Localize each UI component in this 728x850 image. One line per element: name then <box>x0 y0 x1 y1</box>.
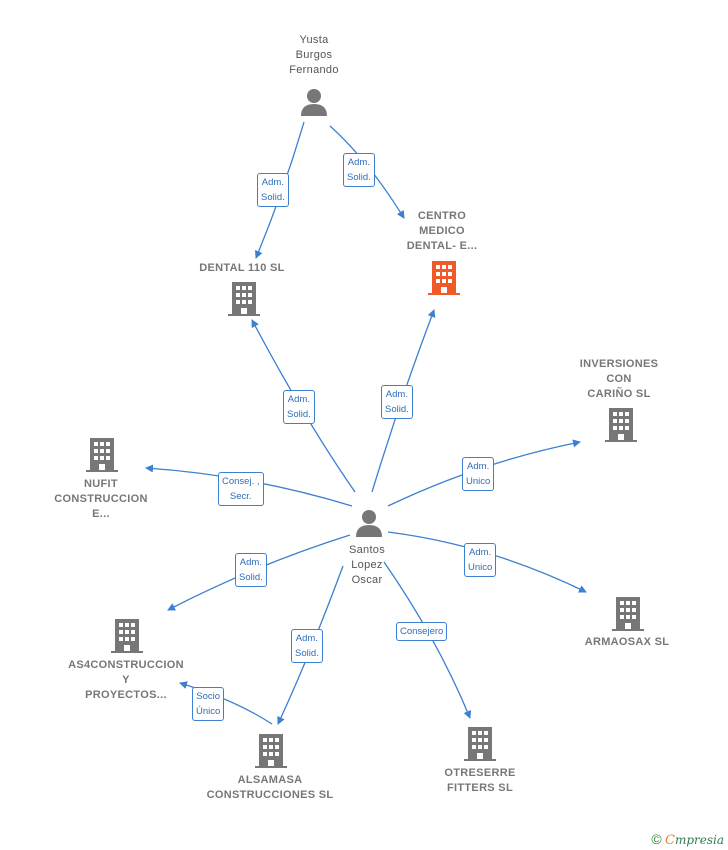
edge-label-santos-armaosax: Adm. Unico <box>464 543 497 577</box>
edge-label-santos-centro: Adm. Solid. <box>381 385 413 419</box>
edge-label-yusta-dental110: Adm. Solid. <box>257 173 289 207</box>
edge-label-santos-nufit: Consej. , Secr. <box>218 472 264 506</box>
building-icon[interactable] <box>255 734 287 768</box>
footer-brand: © Cmpresia <box>651 831 724 848</box>
building-icon-highlight[interactable] <box>428 261 460 295</box>
building-icon[interactable] <box>228 282 260 316</box>
node-label-armaosax[interactable]: ARMAOSAX SL <box>584 636 670 648</box>
edge-label-alsamasa-as4: Socio Único <box>192 687 225 721</box>
person-icon[interactable] <box>301 89 327 116</box>
building-icon[interactable] <box>111 619 143 653</box>
brand-name: mpresia <box>674 833 724 847</box>
node-label-otreserre[interactable]: OTRESERRE FITTERS SL <box>444 767 516 794</box>
building-icon[interactable] <box>86 438 118 472</box>
edge-alsamasa-as4 <box>179 681 273 725</box>
edge-label-santos-inversiones: Adm. Unico <box>462 457 495 491</box>
node-label-centro[interactable]: CENTRO MEDICO DENTAL- E... <box>406 210 478 252</box>
building-icon[interactable] <box>605 408 637 442</box>
brand-initial: C <box>664 833 675 848</box>
node-label-yusta[interactable]: Yusta Burgos Fernando <box>289 34 339 76</box>
node-label-santos[interactable]: Santos Lopez Oscar <box>348 544 386 586</box>
building-icon[interactable] <box>464 727 496 761</box>
copyright-icon: © <box>651 831 662 847</box>
node-label-dental110[interactable]: DENTAL 110 SL <box>199 262 285 274</box>
edge-label-santos-alsamasa: Adm. Solid. <box>291 629 323 663</box>
edge-label-santos-dental110: Adm. Solid. <box>283 390 315 424</box>
node-label-inversiones[interactable]: INVERSIONES CON CARIÑO SL <box>579 358 659 400</box>
edge-label-yusta-centro: Adm. Solid. <box>343 153 375 187</box>
edge-label-santos-as4: Adm. Solid. <box>235 553 267 587</box>
node-label-alsamasa[interactable]: ALSAMASA CONSTRUCCIONES SL <box>206 774 334 801</box>
node-label-as4[interactable]: AS4CONSTRUCCION Y PROYECTOS... <box>68 659 184 701</box>
person-icon[interactable] <box>356 510 382 537</box>
edge-label-santos-otreserre: Consejero <box>396 622 448 641</box>
building-icon[interactable] <box>612 597 644 631</box>
node-label-nufit[interactable]: NUFIT CONSTRUCCION E... <box>54 478 148 520</box>
